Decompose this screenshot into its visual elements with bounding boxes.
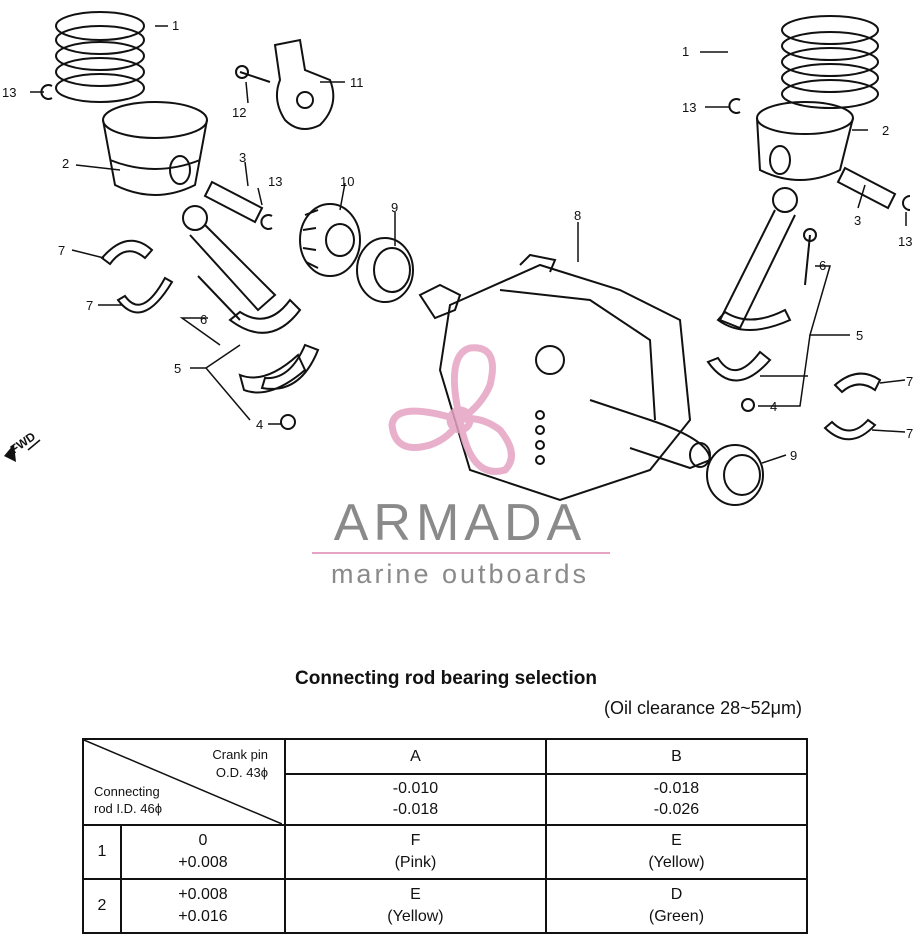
callout-3-right: 3: [854, 213, 861, 228]
callout-10: 10: [340, 174, 354, 189]
callout-6-right: 6: [819, 258, 826, 273]
bolt-12: [239, 71, 271, 83]
callout-13-d: 13: [898, 234, 912, 249]
bearing-cell-2b: D (Green): [544, 878, 809, 934]
row-code-2: 2: [82, 878, 122, 934]
thrust-plate: [273, 38, 335, 130]
left-rod-cap: [260, 343, 320, 390]
main-bearing-left: [356, 237, 414, 303]
row-range-2: +0.008 +0.016: [119, 878, 286, 934]
callout-7-d: 7: [906, 426, 913, 441]
callout-5-right: 5: [856, 328, 863, 343]
bearing-cell-1a: F (Pink): [283, 824, 547, 880]
bearing-cell-2a: E (Yellow): [283, 878, 547, 934]
armada-propeller-logo-icon: [388, 344, 515, 475]
left-piston-rings: [55, 11, 145, 103]
callout-13-a: 13: [2, 85, 16, 100]
callout-6-left: 6: [200, 312, 207, 327]
callout-8: 8: [574, 208, 581, 223]
column-header-b: B: [544, 738, 809, 775]
fwd-label: FWD: [8, 429, 39, 456]
callout-1-right: 1: [682, 44, 689, 59]
left-bearing-shells: [100, 239, 307, 394]
right-connecting-rod: [716, 187, 798, 331]
left-piston-pin: [203, 180, 264, 224]
right-bearing-shells: [823, 372, 882, 441]
column-range-b: -0.018 -0.026: [544, 772, 809, 827]
selection-subtitle: (Oil clearance 28~52μm): [604, 698, 802, 718]
right-rod-bolt-head: [803, 228, 817, 242]
right-piston-pin: [836, 166, 897, 210]
crank-gear: [299, 203, 361, 277]
exploded-parts-diagram: 1 1 2 2 3 3 4 4 5 5 6 6 7 7 7 7 8 9 9 10…: [2, 11, 913, 589]
callout-5-left: 5: [174, 361, 181, 376]
callout-12: 12: [232, 105, 246, 120]
leader-lines: [27, 25, 907, 464]
callout-7-a: 7: [58, 243, 65, 258]
watermark-tagline: marine outboards: [331, 559, 589, 589]
corner-diagonal: [84, 740, 282, 824]
right-nut: [741, 398, 755, 412]
callout-11: 11: [350, 75, 364, 90]
callout-13-b: 13: [682, 100, 696, 115]
callout-7-c: 7: [906, 374, 913, 389]
crankshaft: [418, 253, 712, 502]
callout-2-right: 2: [882, 123, 889, 138]
callout-4-right: 4: [770, 399, 777, 414]
table-row: 1 0 +0.008 F (Pink) E (Yellow): [82, 824, 809, 880]
callout-9-right: 9: [790, 448, 797, 463]
left-connecting-rod: [182, 205, 302, 334]
right-piston-rings: [781, 15, 879, 109]
crank-pin-label: Crank pin O.D. 43ϕ: [212, 747, 268, 780]
bearing-cell-1b: E (Yellow): [544, 824, 809, 880]
plate-hole: [296, 91, 314, 109]
right-rod-bolt: [804, 234, 811, 286]
callout-7-b: 7: [86, 298, 93, 313]
rod-id-label: Connecting rod I.D. 46ϕ: [94, 783, 162, 817]
left-piston: [102, 101, 208, 196]
row-code-1: 1: [82, 824, 122, 880]
circlips: [40, 84, 911, 230]
callout-9-left: 9: [391, 200, 398, 215]
left-nut: [280, 414, 296, 430]
selection-title: Connecting rod bearing selection: [295, 668, 597, 689]
callout-4-left: 4: [256, 417, 263, 432]
left-rod-bolt: [197, 275, 241, 321]
table-row: 2 +0.008 +0.016 E (Yellow) D (Green): [82, 878, 809, 934]
row-range-1: 0 +0.008: [119, 824, 286, 880]
right-piston: [756, 101, 854, 181]
bearing-selection-table: Crank pin O.D. 43ϕ Connecting rod I.D. 4…: [82, 738, 809, 934]
callout-2-left: 2: [62, 156, 69, 171]
right-rod-cap: [706, 350, 772, 382]
main-bearing-right: [706, 444, 764, 506]
bolt-12-head: [235, 65, 249, 79]
callout-3-left: 3: [239, 150, 246, 165]
callout-13-c: 13: [268, 174, 282, 189]
column-range-a: -0.010 -0.018: [283, 772, 547, 827]
table-corner-header: Crank pin O.D. 43ϕ Connecting rod I.D. 4…: [82, 738, 286, 826]
watermark-brand: ARMADA: [334, 494, 586, 552]
callout-1-left: 1: [172, 18, 179, 33]
column-header-a: A: [283, 738, 547, 775]
